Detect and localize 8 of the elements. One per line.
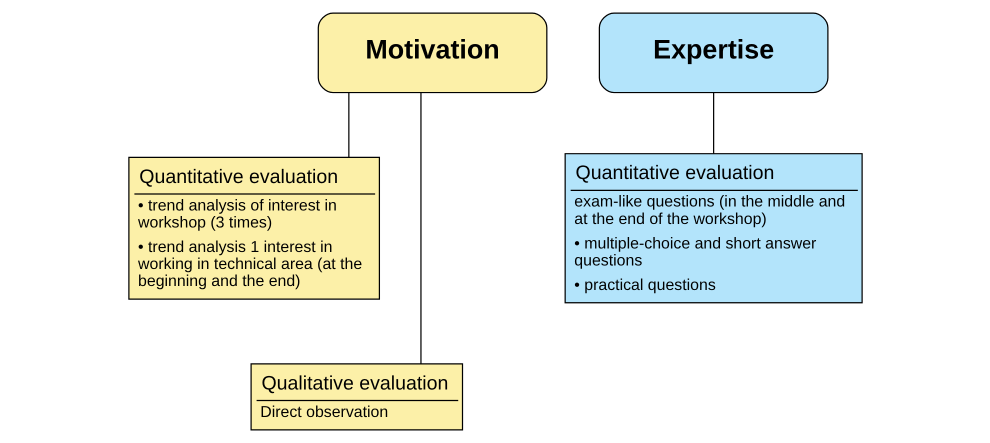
node-box: Quantitative evaluation exam-like questions (in the middle and at the end of the workshop) • multiple-choice and short answer questions • practical questions bbox=[564, 153, 862, 304]
connector bbox=[420, 92, 422, 364]
node-box: Expertise bbox=[598, 12, 828, 94]
connector bbox=[712, 92, 714, 154]
node-box: Qualitative evaluation Direct observation bbox=[250, 363, 463, 430]
connector bbox=[348, 92, 349, 158]
node-box: Motivation bbox=[317, 12, 547, 94]
node-box: Quantitative evaluation • trend analysis of interest in workshop (3 times) • trend analysis 1 interest in working in technical area (at the beginning and the end) bbox=[128, 156, 380, 300]
